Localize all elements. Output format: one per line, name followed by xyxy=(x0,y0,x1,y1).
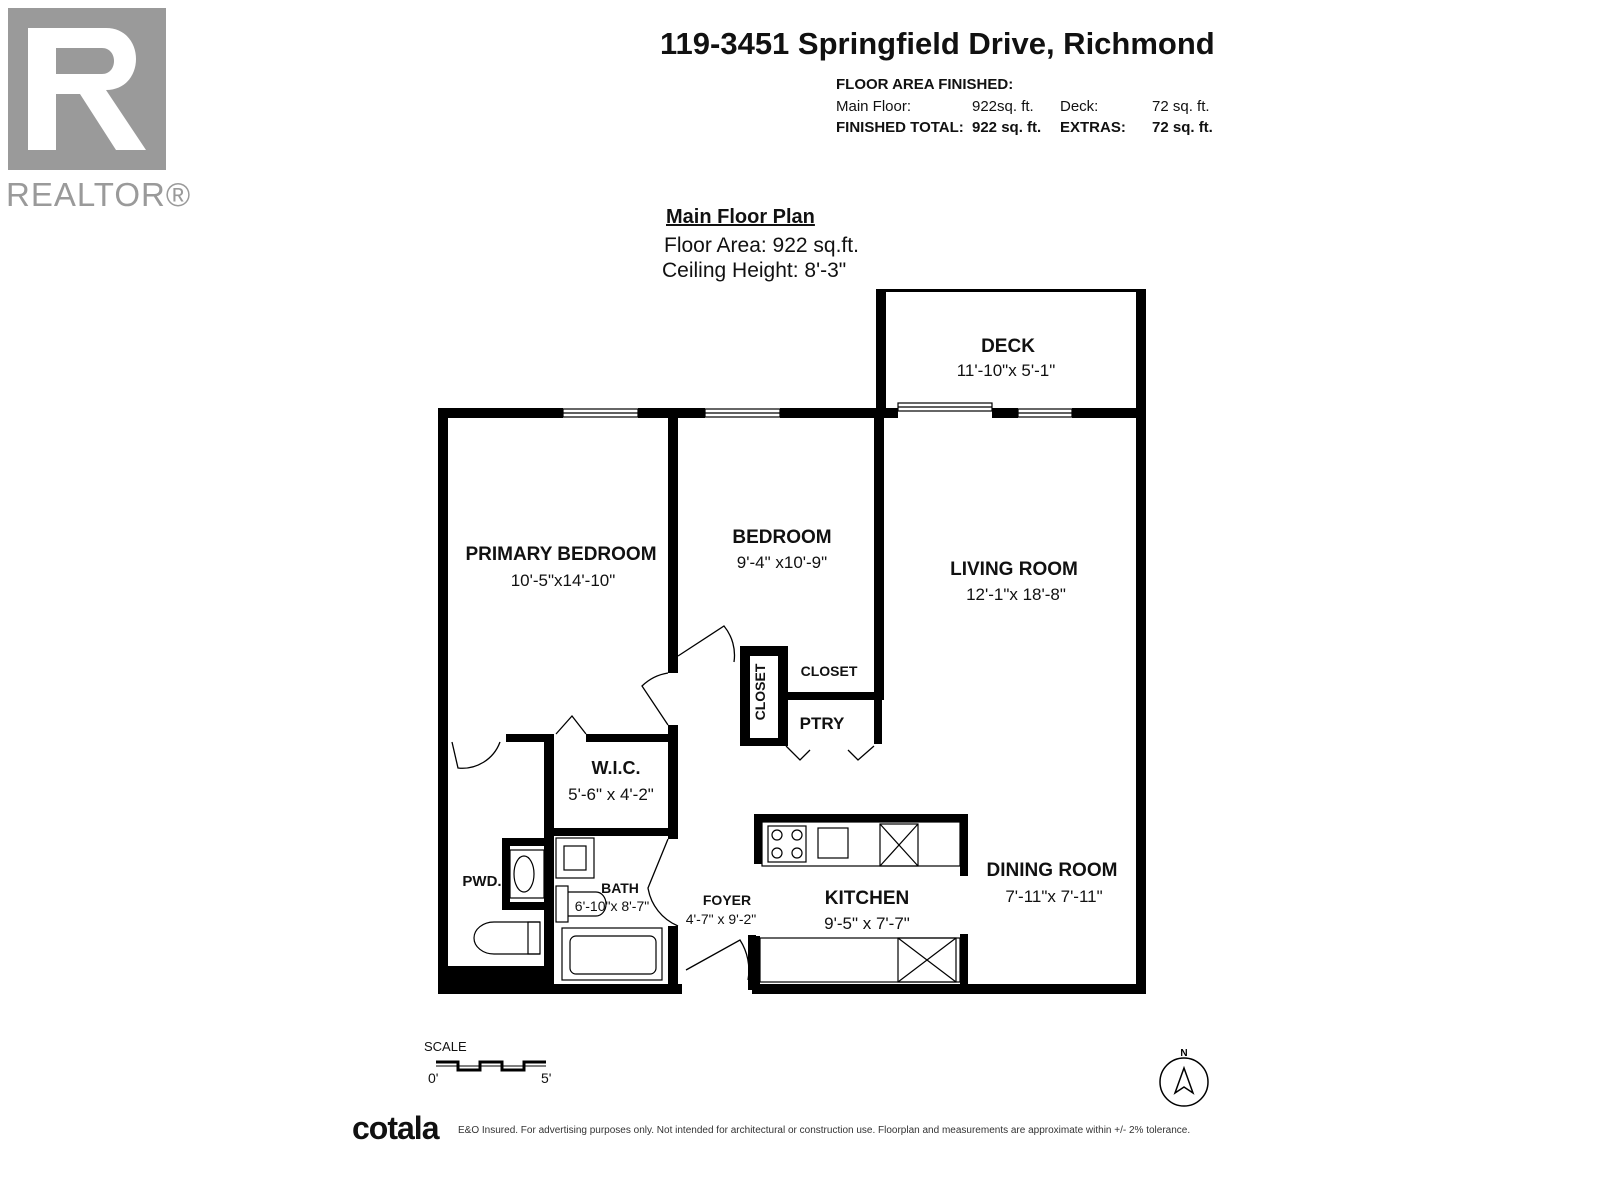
deck-dims: 11'-10"x 5'-1" xyxy=(957,361,1056,380)
bedroom-label: BEDROOM xyxy=(732,527,831,548)
deck-west-wall xyxy=(876,289,886,411)
pantry-label: PTRY xyxy=(800,714,845,733)
primary-bedroom-dims: 10'-5"x14'-10" xyxy=(511,571,616,590)
plan-floor-area: Floor Area: 922 sq.ft. xyxy=(664,234,859,257)
foyer-label: FOYER xyxy=(703,892,751,908)
finished-total-label: FINISHED TOTAL: xyxy=(836,119,964,136)
main-floor-value: 922sq. ft. xyxy=(972,98,1034,115)
floor-area-heading: FLOOR AREA FINISHED: xyxy=(836,76,1014,93)
deck-label: DECK xyxy=(981,336,1035,357)
north-arrow-icon: N xyxy=(1159,1048,1209,1107)
plan-ceiling-height: Ceiling Height: 8'-3" xyxy=(662,259,847,282)
west-wall xyxy=(438,408,448,994)
closet-label: CLOSET xyxy=(801,663,858,679)
deck-railing xyxy=(886,289,1136,292)
cotala-logo: cotala xyxy=(352,1110,439,1146)
room-labels: DECK 11'-10"x 5'-1" PRIMARY BEDROOM 10'-… xyxy=(462,336,1117,933)
deck-value: 72 sq. ft. xyxy=(1152,98,1210,115)
finished-total-value: 922 sq. ft. xyxy=(972,119,1042,136)
dining-room-dims: 7'-11"x 7'-11" xyxy=(1005,887,1102,906)
closet-vertical-label: CLOSET xyxy=(752,663,768,720)
realtor-logo xyxy=(8,8,166,170)
realtor-wordmark: REALTOR® xyxy=(6,176,192,213)
fixtures xyxy=(473,821,961,983)
scale-label: SCALE xyxy=(424,1039,467,1054)
deck-east-wall xyxy=(1136,289,1146,411)
primary-bedroom-label: PRIMARY BEDROOM xyxy=(465,544,656,565)
property-address: 119-3451 Springfield Drive, Richmond xyxy=(660,26,1215,61)
extras-label: EXTRAS: xyxy=(1060,119,1126,136)
kitchen-dims: 9'-5" x 7'-7" xyxy=(824,914,910,933)
kitchen-label: KITCHEN xyxy=(825,888,909,909)
plan-title: Main Floor Plan xyxy=(666,206,815,228)
east-wall xyxy=(1136,408,1146,994)
bath-dims: 6'-10"x 8'-7" xyxy=(575,898,649,914)
walls xyxy=(438,289,1146,994)
bedroom-dims: 9'-4" x10'-9" xyxy=(737,553,827,572)
extras-value: 72 sq. ft. xyxy=(1152,119,1213,136)
wic-dims: 5'-6" x 4'-2" xyxy=(568,785,654,804)
disclaimer-text: E&O Insured. For advertising purposes on… xyxy=(458,1125,1191,1136)
scale-zero-label: 0' xyxy=(428,1070,439,1086)
main-floor-label: Main Floor: xyxy=(836,98,912,115)
living-room-dims: 12'-1"x 18'-8" xyxy=(966,585,1066,604)
living-room-label: LIVING ROOM xyxy=(950,559,1078,580)
scale-five-label: 5' xyxy=(541,1070,552,1086)
dining-room-label: DINING ROOM xyxy=(987,860,1118,881)
door-swings xyxy=(451,625,875,981)
powder-room-label: PWD. xyxy=(462,873,501,890)
north-label: N xyxy=(1180,1048,1187,1059)
wic-label: W.I.C. xyxy=(592,758,641,778)
deck-label: Deck: xyxy=(1060,98,1099,115)
foyer-dims: 4'-7" x 9'-2" xyxy=(686,911,757,927)
scale-bar-icon xyxy=(436,1060,546,1072)
bath-label: BATH xyxy=(601,880,639,896)
windows xyxy=(562,402,1073,418)
